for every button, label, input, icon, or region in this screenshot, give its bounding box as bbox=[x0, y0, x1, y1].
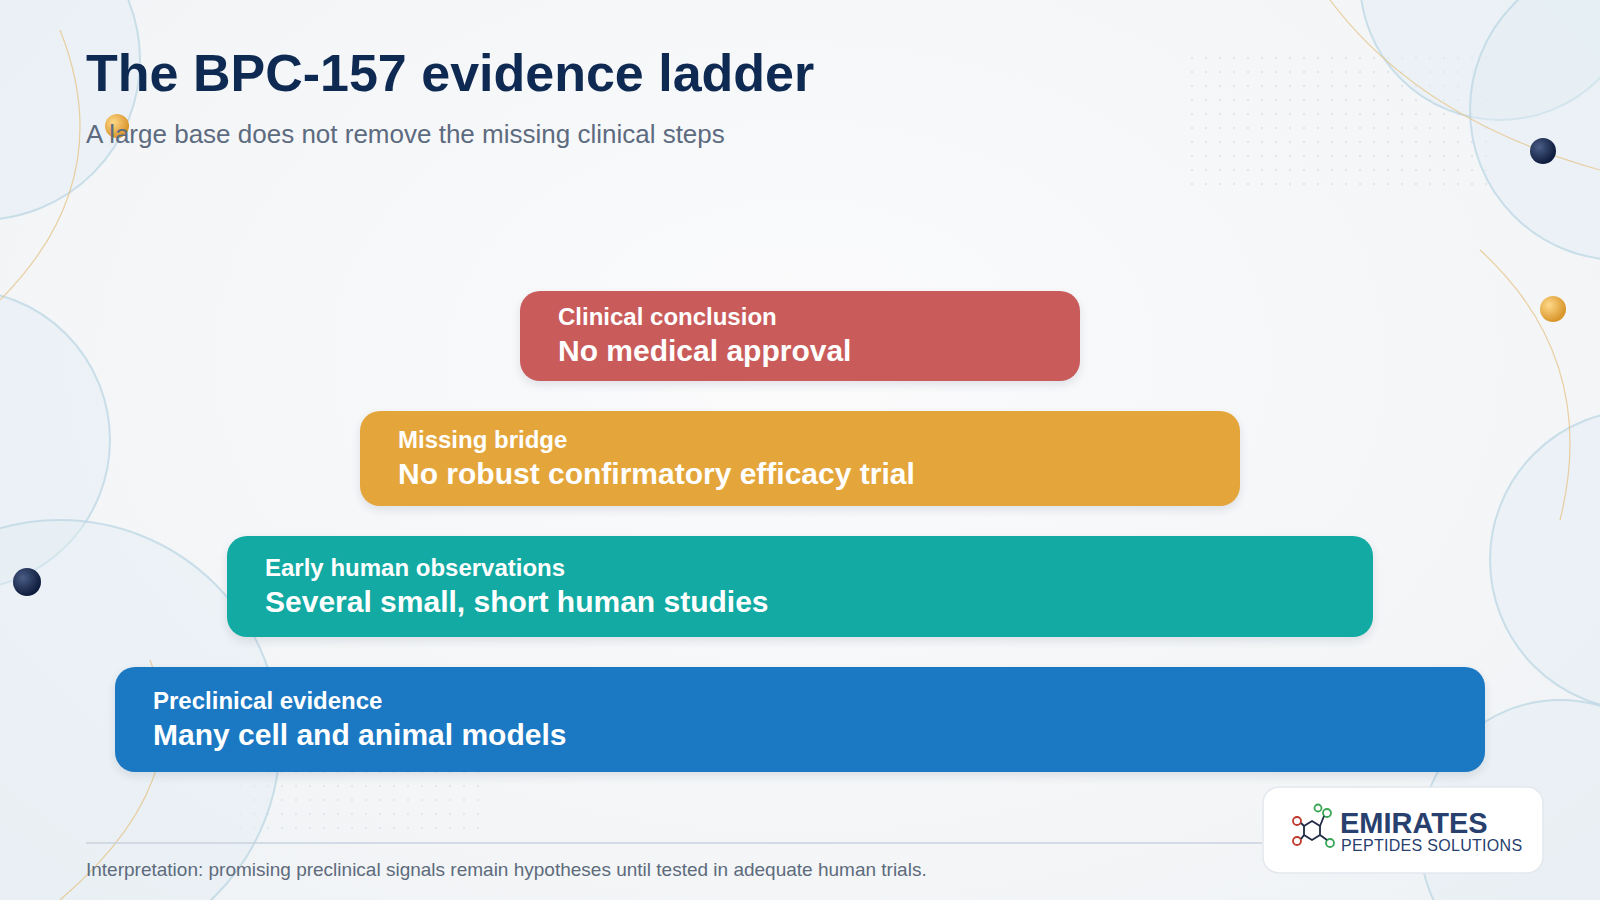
step-heading: Preclinical evidence bbox=[153, 686, 1465, 716]
step-heading: Early human observations bbox=[265, 553, 1353, 583]
ladder-step: Missing bridgeNo robust confirmatory eff… bbox=[360, 411, 1240, 506]
slide-title: The BPC-157 evidence ladder bbox=[86, 42, 814, 104]
step-heading: Missing bridge bbox=[398, 425, 1220, 455]
logo-wordmark: EMIRATES bbox=[1340, 808, 1488, 840]
step-statement: Several small, short human studies bbox=[265, 583, 1353, 621]
ladder-step: Early human observationsSeveral small, s… bbox=[227, 536, 1373, 637]
logo-card bbox=[1263, 787, 1543, 873]
slide-subtitle: A large base does not remove the missing… bbox=[86, 120, 725, 149]
logo-tagline: PEPTIDES SOLUTIONS bbox=[1341, 837, 1522, 855]
step-statement: No medical approval bbox=[558, 332, 1060, 370]
ladder-step: Preclinical evidenceMany cell and animal… bbox=[115, 667, 1485, 772]
step-heading: Clinical conclusion bbox=[558, 302, 1060, 332]
footer-caption: Interpretation: promising preclinical si… bbox=[86, 858, 927, 882]
logo-molecule bbox=[1293, 805, 1334, 848]
step-statement: No robust confirmatory efficacy trial bbox=[398, 455, 1220, 493]
ladder-step: Clinical conclusionNo medical approval bbox=[520, 291, 1080, 381]
step-statement: Many cell and animal models bbox=[153, 716, 1465, 754]
